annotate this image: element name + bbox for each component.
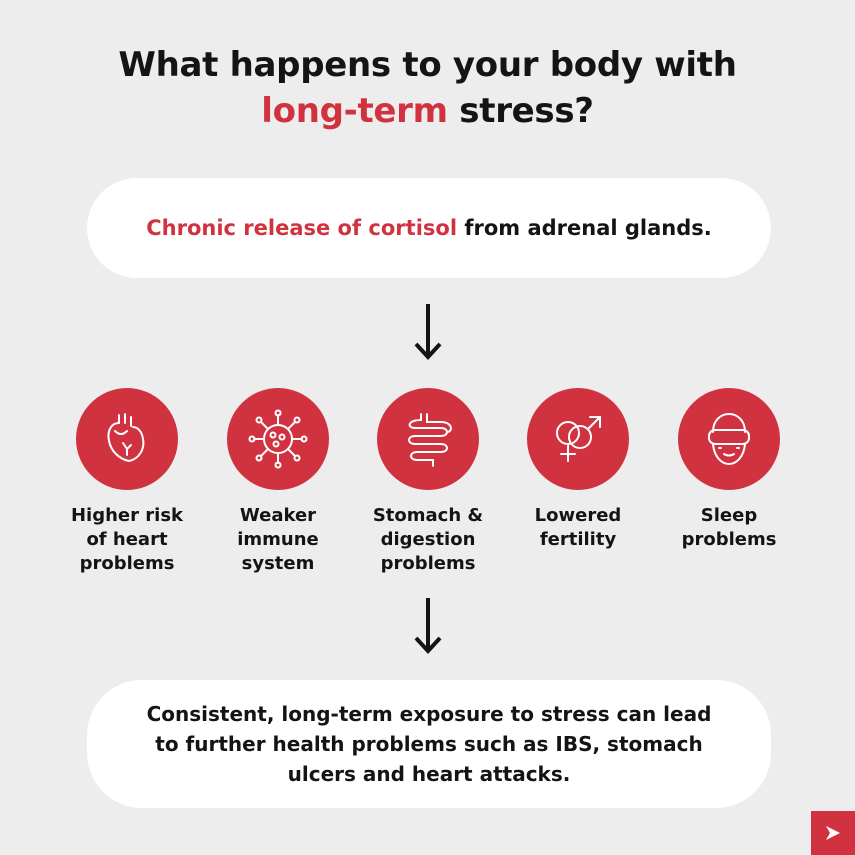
cortisol-highlight: Chronic release of cortisol (146, 216, 458, 240)
title-rest: stress? (447, 91, 594, 131)
virus-icon (227, 388, 329, 490)
arrow-right-icon (826, 826, 840, 840)
title-line-1: What happens to your body with (118, 45, 737, 85)
effect-fertility: Lowered fertility (503, 388, 653, 552)
heart-icon (76, 388, 178, 490)
page-title: What happens to your body with long-term… (0, 42, 855, 134)
consequence-box: Consistent, long-term exposure to stress… (87, 680, 771, 808)
effects-row: Higher risk of heart problems Weaker imm… (0, 388, 855, 588)
effect-heart: Higher risk of heart problems (52, 388, 202, 576)
effect-label: Stomach & digestion problems (372, 505, 484, 574)
effect-label: Sleep problems (681, 505, 777, 550)
down-arrow-icon (414, 598, 442, 654)
consequence-text: Consistent, long-term exposure to stress… (146, 702, 712, 786)
effect-label: Weaker immune system (237, 505, 319, 574)
title-highlight: long-term (261, 91, 448, 131)
sleep-mask-icon (678, 388, 780, 490)
effect-sleep: Sleep problems (654, 388, 804, 552)
effect-label: Lowered fertility (534, 505, 622, 550)
next-button[interactable] (811, 811, 855, 855)
effect-immune: Weaker immune system (203, 388, 353, 576)
title-line-2: long-term stress? (0, 88, 855, 134)
effect-label: Higher risk of heart problems (70, 505, 184, 574)
cortisol-rest: from adrenal glands. (457, 216, 712, 240)
intestine-icon (377, 388, 479, 490)
effect-stomach: Stomach & digestion problems (353, 388, 503, 576)
cortisol-box: Chronic release of cortisol from adrenal… (87, 178, 771, 278)
down-arrow-icon (414, 304, 442, 360)
gender-symbols-icon (527, 388, 629, 490)
